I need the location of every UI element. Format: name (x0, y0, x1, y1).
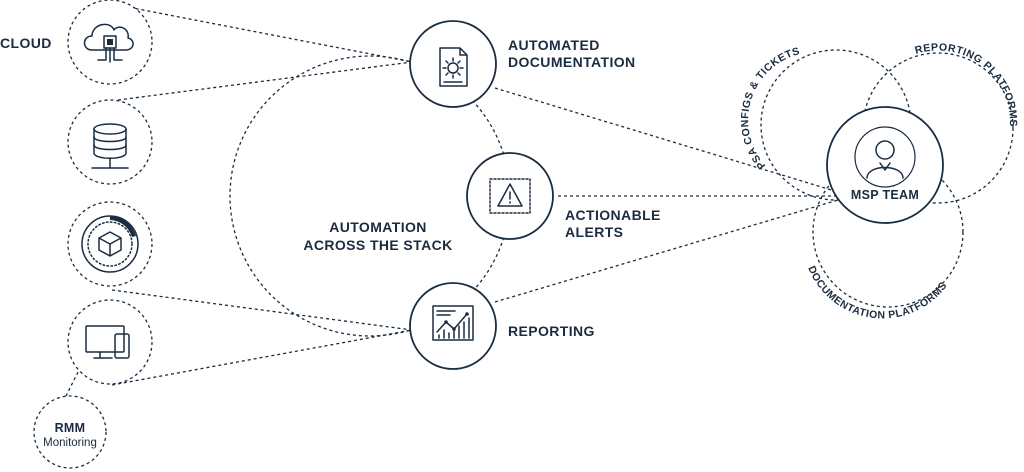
documentation-platforms-arc-label: DOCUMENTATION PLATFORMS (805, 264, 950, 321)
cloud-chip-icon (83, 23, 134, 63)
warning-icon (489, 178, 531, 214)
cube-hub-icon (81, 215, 139, 273)
cloud-label: CLOUD (0, 35, 52, 51)
alerts-label-line-2: ALERTS (565, 224, 623, 240)
reporting-label: REPORTING (508, 323, 595, 339)
report-chart-icon (432, 305, 474, 341)
reporting-platforms-arc-label: REPORTING PLATFORMS (914, 41, 1019, 126)
server-stack-icon (91, 123, 129, 169)
node-reporting (409, 282, 497, 370)
rmm-subtitle: Monitoring (43, 437, 97, 449)
node-alerts (466, 152, 554, 240)
source-cloud (67, 0, 153, 85)
desktop-mobile-icon (85, 325, 130, 359)
node-documentation (409, 20, 497, 108)
source-hub (67, 201, 153, 287)
documentation-label-line-1: AUTOMATED (508, 37, 600, 53)
source-server (67, 99, 153, 185)
automation-label-line-2: ACROSS THE STACK (303, 237, 452, 253)
msp-team-node: MSP TEAM (826, 106, 944, 224)
alerts-label-line-1: ACTIONABLE (565, 207, 661, 223)
rmm-title: RMM (55, 421, 86, 435)
msp-team-label: MSP TEAM (851, 188, 919, 202)
source-devices (67, 299, 153, 385)
documentation-label-line-2: DOCUMENTATION (508, 54, 636, 70)
automation-label-line-1: AUTOMATION (329, 219, 427, 235)
document-gear-icon (439, 47, 468, 87)
person-icon (866, 140, 904, 179)
connector-lines (59, 3, 839, 409)
rmm-circle: RMM Monitoring (33, 395, 107, 469)
